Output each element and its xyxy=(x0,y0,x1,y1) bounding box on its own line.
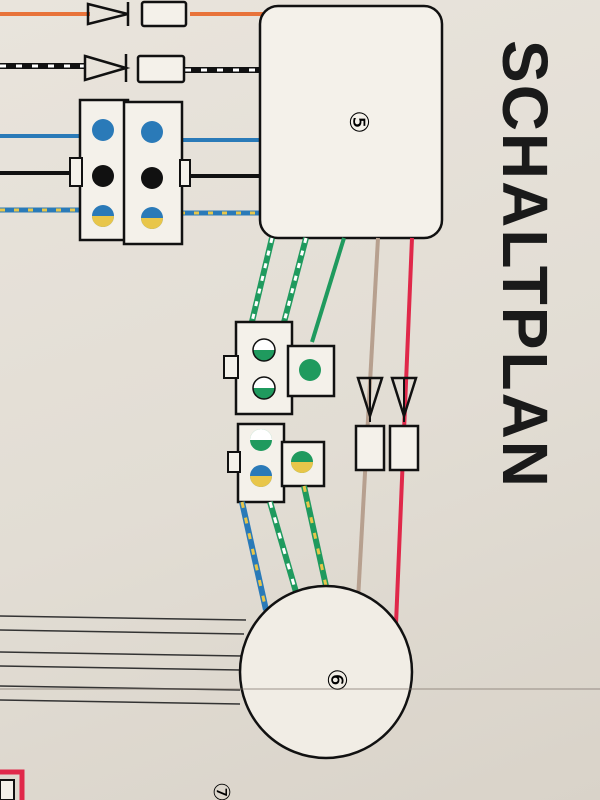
wire-green-white-lower xyxy=(267,501,299,593)
wire-blue-left xyxy=(0,134,262,142)
component-5-label: ⑤ xyxy=(343,110,373,133)
fuse-icon xyxy=(354,376,386,472)
wire-green-yellow-lower xyxy=(301,485,329,587)
paper-fold xyxy=(0,688,600,690)
component-7-label: ⑦ xyxy=(208,782,233,800)
wire-blue-yellow-lower xyxy=(239,501,269,611)
wire-blue-yellow-left xyxy=(0,207,262,216)
wire-green-white-b xyxy=(279,237,309,331)
wire-bundle-left xyxy=(0,615,247,705)
connector-mid-upper xyxy=(223,320,336,416)
diode-icon xyxy=(83,54,186,84)
connector-mid-lower xyxy=(227,422,326,504)
diode-icon xyxy=(86,0,188,28)
component-5-box xyxy=(258,4,444,240)
page-title: SCHALTPLAN xyxy=(489,40,561,489)
title-container: SCHALTPLAN xyxy=(489,40,585,640)
wire-green-mid xyxy=(310,237,346,343)
wire-black-white xyxy=(0,63,262,73)
fuse-icon xyxy=(388,376,420,472)
component-6-circle xyxy=(238,584,414,760)
connector-left-upper xyxy=(69,98,191,246)
component-7-partial xyxy=(0,769,25,800)
wire-tan xyxy=(356,237,380,601)
wire-green-white-a xyxy=(247,237,275,331)
component-6-label: ⑥ xyxy=(321,668,351,691)
